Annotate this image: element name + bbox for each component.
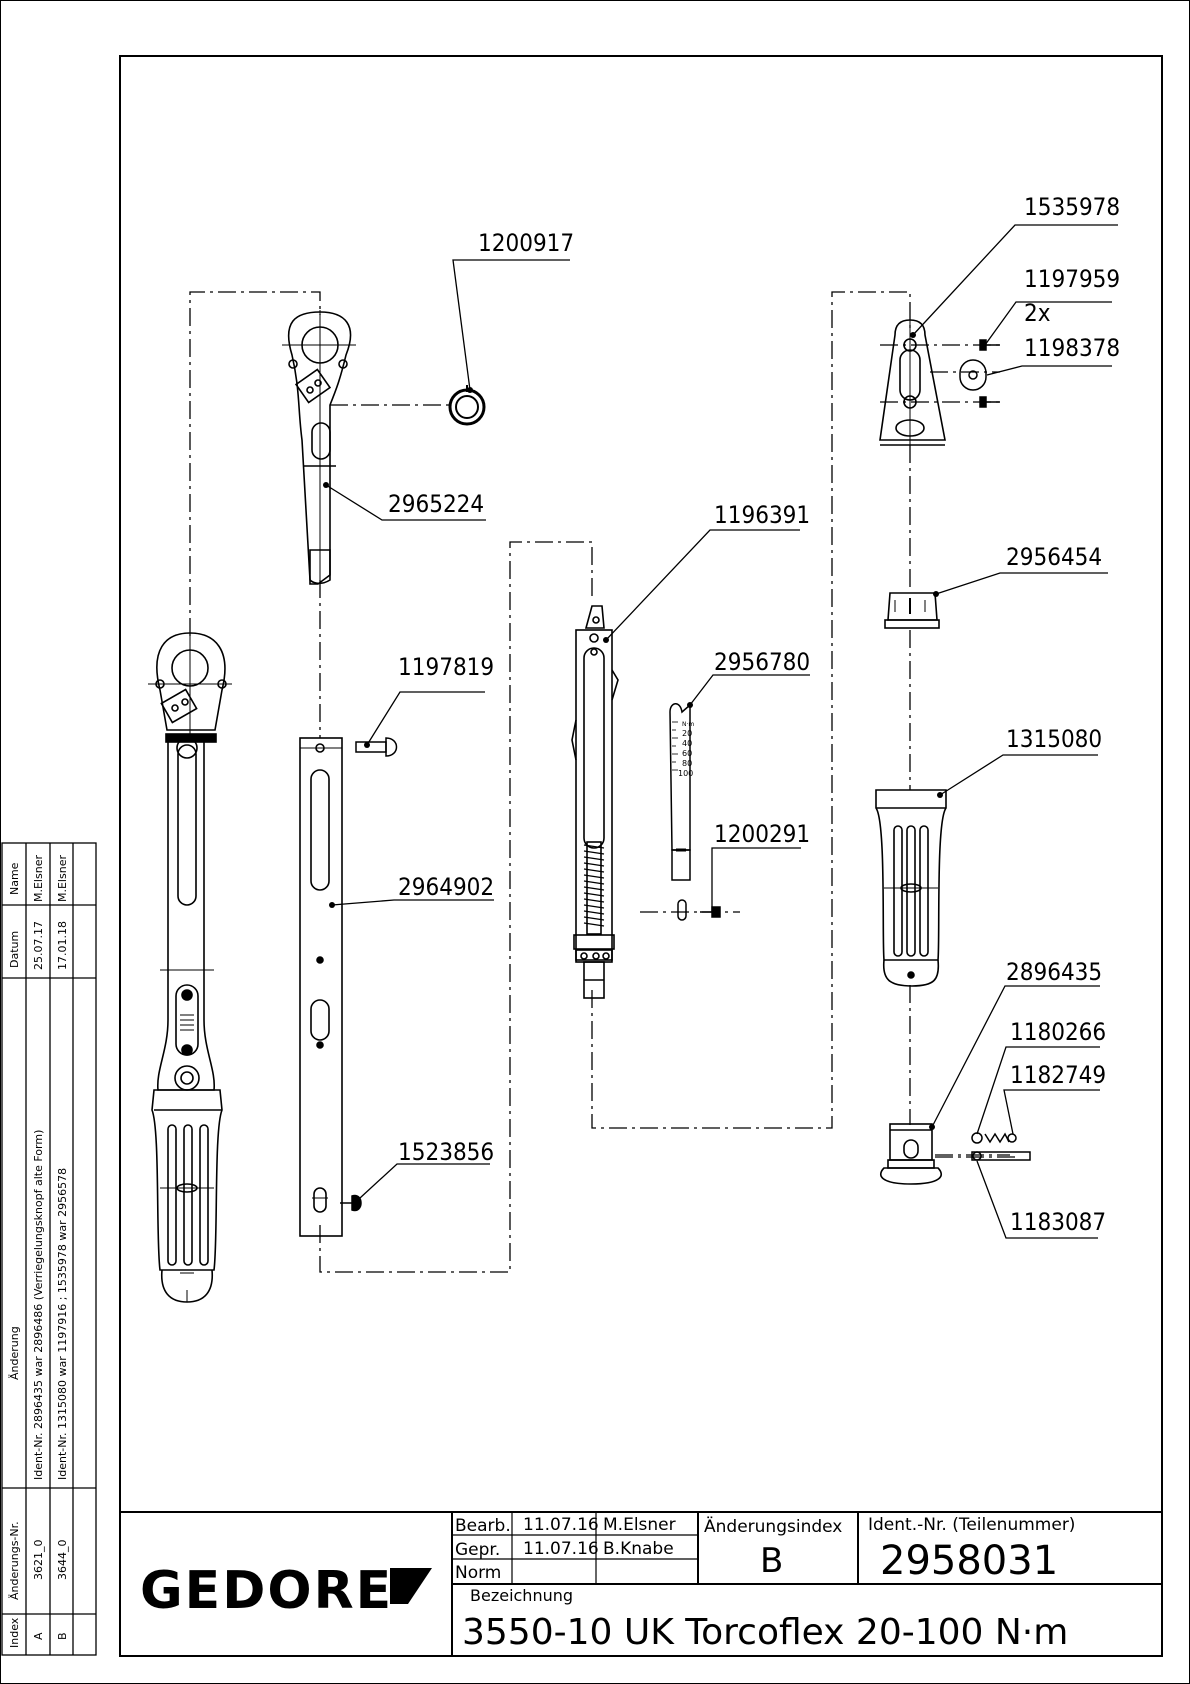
rev-b-index: B: [56, 1632, 69, 1640]
label-1197959-qty: 2x: [1024, 299, 1051, 327]
tb-row-date-1: 11.07.16: [523, 1539, 599, 1559]
slider: [959, 359, 987, 391]
title-block: [120, 1511, 1162, 1656]
handle-grip: [875, 789, 947, 987]
label-2964902: 2964902: [398, 873, 494, 901]
rev-a-name: M.Elsner: [32, 855, 45, 902]
rev-a-change-no: 3621_0: [32, 1540, 45, 1581]
drawing-frame: [119, 55, 1163, 1657]
tb-row-name-1: B.Knabe: [603, 1539, 674, 1559]
ident-label: Ident.-Nr. (Teilenummer): [868, 1515, 1075, 1535]
tb-row-label-0: Bearb.: [455, 1516, 511, 1536]
scale-tick-20: 20: [682, 729, 692, 738]
assembled-wrench: [148, 630, 232, 1303]
tb-row-name-0: M.Elsner: [603, 1515, 676, 1535]
rev-header-change-no: Änderungs-Nr.: [8, 1521, 21, 1600]
label-1198378: 1198378: [1024, 334, 1120, 362]
tb-row-date-0: 11.07.16: [523, 1515, 599, 1535]
bracket-screws: [979, 339, 1000, 408]
ring: [448, 385, 486, 426]
rev-header-change: Änderung: [8, 1326, 21, 1380]
rev-header-date: Datum: [8, 931, 21, 968]
locking-knob: [879, 1123, 943, 1185]
spring-ball: [971, 1132, 1031, 1161]
scale-tick-80: 80: [682, 759, 692, 768]
small-screw: [700, 906, 721, 918]
label-1197819: 1197819: [398, 653, 494, 681]
rev-a-change: Ident-Nr. 2896435 war 2896486 (Verriegel…: [32, 1130, 45, 1480]
pin: [355, 737, 398, 757]
rev-header-index: Index: [8, 1617, 21, 1648]
scale-tick-60: 60: [682, 749, 692, 758]
gedore-logo: GEDORE: [140, 1561, 432, 1621]
label-1182749: 1182749: [1010, 1061, 1106, 1089]
rev-b-date: 17.01.18: [56, 921, 69, 970]
label-1315080: 1315080: [1006, 725, 1102, 753]
revision-table: [1, 842, 97, 1656]
tb-row-label-1: Gepr.: [455, 1540, 500, 1560]
scale-tick-100: 100: [678, 769, 693, 778]
label-2896435: 2896435: [1006, 958, 1102, 986]
rev-header-name: Name: [8, 862, 21, 895]
tb-row-label-2: Norm: [455, 1563, 501, 1583]
torque-mechanism: [571, 605, 619, 999]
bracket: [879, 315, 946, 450]
cap: [884, 592, 940, 629]
label-1180266: 1180266: [1010, 1018, 1106, 1046]
rev-b-name: M.Elsner: [56, 855, 69, 902]
rev-b-change: Ident-Nr. 1315080 war 1197916 ; 1535978 …: [56, 1168, 69, 1480]
scale-tick-40: 40: [682, 739, 692, 748]
change-index-value: B: [760, 1541, 783, 1581]
label-1196391: 1196391: [714, 501, 810, 529]
rev-a-index: A: [32, 1632, 45, 1640]
scale-unit: N·m: [682, 721, 694, 728]
label-1523856: 1523856: [398, 1138, 494, 1166]
label-2956454: 2956454: [1006, 543, 1102, 571]
change-index-label: Änderungsindex: [704, 1516, 842, 1537]
rev-a-date: 25.07.17: [32, 921, 45, 970]
label-1535978: 1535978: [1024, 193, 1120, 221]
tube: [299, 737, 343, 1237]
label-2965224: 2965224: [388, 490, 484, 518]
label-1183087: 1183087: [1010, 1208, 1106, 1236]
label-1200917: 1200917: [478, 229, 574, 257]
rev-b-change-no: 3644_0: [56, 1540, 69, 1581]
screw: [340, 1194, 362, 1212]
ident-number: 2958031: [880, 1538, 1058, 1584]
ratchet-head: [282, 310, 356, 590]
designation-label: Bezeichnung: [470, 1586, 573, 1605]
torque-scale: [669, 703, 691, 921]
gedore-logo-text: GEDORE: [140, 1561, 393, 1621]
label-2956780: 2956780: [714, 648, 810, 676]
label-1197959: 1197959: [1024, 265, 1120, 293]
designation: 3550-10 UK Torcoflex 20-100 N·m: [462, 1612, 1068, 1653]
label-1200291: 1200291: [714, 820, 810, 848]
